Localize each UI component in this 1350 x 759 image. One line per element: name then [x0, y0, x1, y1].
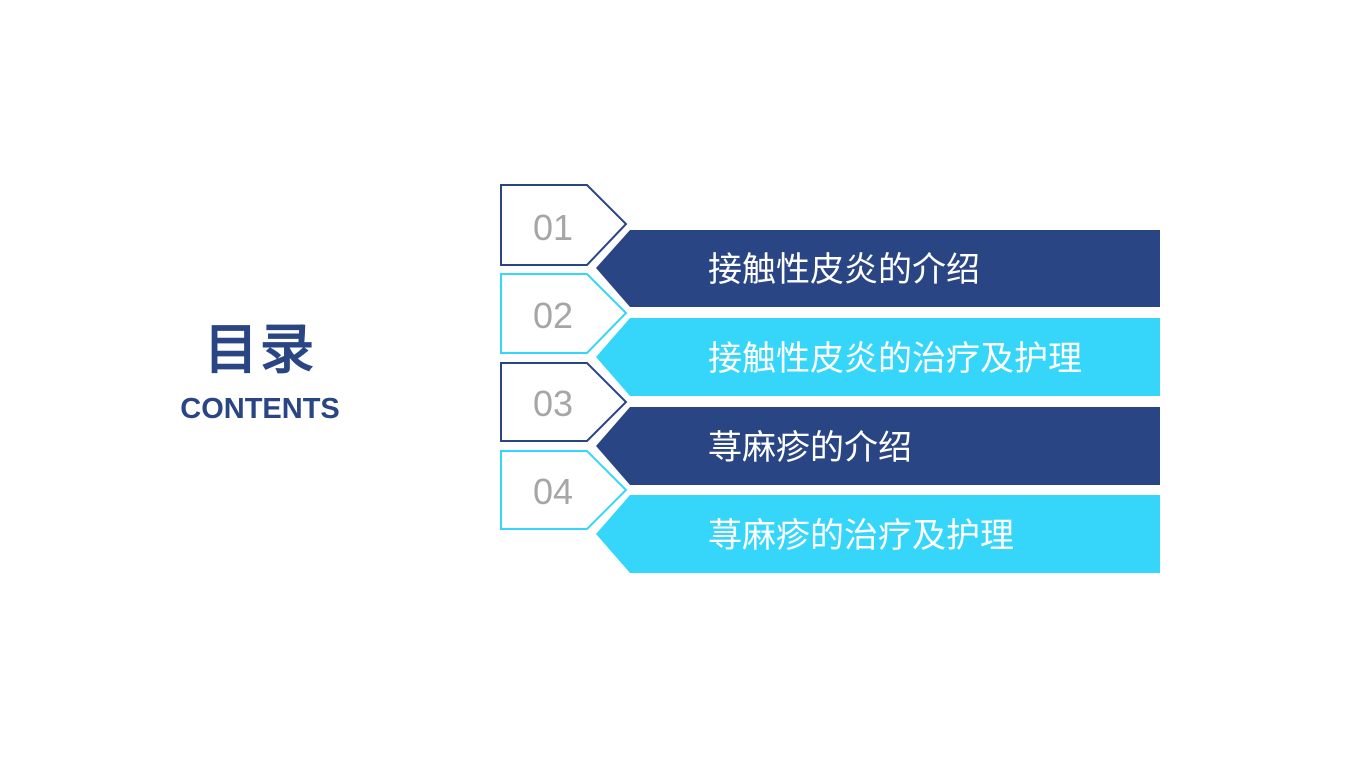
toc-number: 03: [533, 383, 573, 424]
toc-number: 01: [533, 207, 573, 248]
toc-number-tab: [500, 450, 628, 530]
toc-number-tab: [500, 362, 628, 442]
toc-item[interactable]: 03 荨麻疹的介绍: [500, 362, 1160, 485]
title-block: 目录 CONTENTS: [140, 315, 380, 427]
toc-item[interactable]: 02 接触性皮炎的治疗及护理: [500, 273, 1160, 396]
toc-number-tab: [500, 184, 628, 266]
toc-item[interactable]: 04 荨麻疹的治疗及护理: [500, 450, 1160, 573]
toc-item[interactable]: 01 接触性皮炎的介绍: [500, 184, 1160, 307]
toc-item-label: 荨麻疹的治疗及护理: [708, 516, 1014, 556]
page-title: 目录: [204, 318, 316, 381]
toc-number-tab: [500, 273, 628, 354]
toc-item-bar: [596, 318, 1160, 396]
page-subtitle: CONTENTS: [180, 393, 340, 425]
toc-item-label: 荨麻疹的介绍: [708, 428, 912, 468]
toc-number: 04: [533, 471, 573, 512]
toc-item-label: 接触性皮炎的治疗及护理: [708, 339, 1082, 379]
toc-item-bar: [596, 495, 1160, 573]
toc-item-label: 接触性皮炎的介绍: [708, 250, 980, 290]
toc-item-bar: [596, 407, 1160, 485]
toc-number: 02: [533, 295, 573, 336]
toc-item-bar: [596, 230, 1160, 307]
